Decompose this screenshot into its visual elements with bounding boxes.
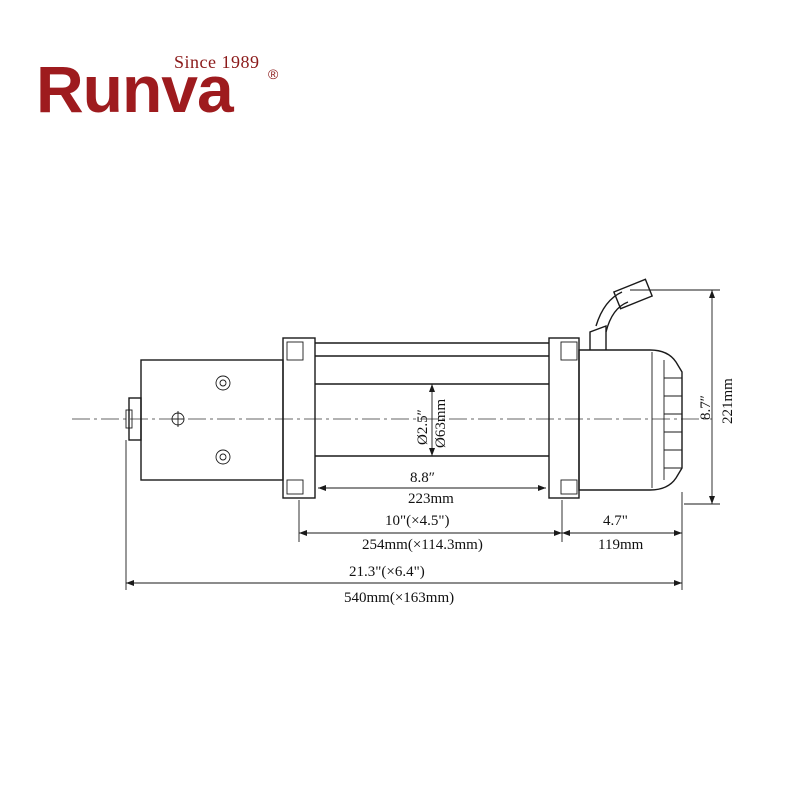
brand-logo: Runva <box>36 52 234 126</box>
overall-length-in-label: 21.3"(×6.4") <box>349 564 425 580</box>
overall-length-dimension <box>126 580 682 586</box>
drum-length-mm-label: 223mm <box>408 491 454 507</box>
drum-diameter-mm-label: Ø63mm <box>433 399 449 449</box>
gearbox-length-dimension <box>562 530 682 536</box>
tie-bar <box>315 342 549 357</box>
drum-length-dimension <box>318 485 546 491</box>
right-end-plate <box>548 337 580 499</box>
height-dimension <box>709 290 715 504</box>
drum-diameter-in-label: Ø2.5″ <box>415 409 431 445</box>
drum-diameter-dimension <box>429 384 435 456</box>
height-in-label: 8.7″ <box>698 395 714 420</box>
motor-bolt-bottom-icon <box>215 449 231 465</box>
mount-width-mm-label: 254mm(×114.3mm) <box>362 537 483 553</box>
height-mm-label: 221mm <box>720 378 736 424</box>
gearbox-length-mm-label: 119mm <box>598 537 644 553</box>
motor-bolt-top-icon <box>215 375 231 391</box>
mount-width-dimension <box>299 530 562 536</box>
brand-tagline: Since 1989 <box>174 52 260 72</box>
drum-length-in-label: 8.8″ <box>410 470 435 486</box>
overall-length-mm-label: 540mm(×163mm) <box>344 590 454 606</box>
clutch-lever-icon <box>589 278 654 350</box>
gearbox-housing <box>578 349 683 491</box>
brand-header: Since 1989 Runva ® <box>0 0 800 140</box>
left-end-plate <box>282 337 316 499</box>
gearbox-length-in-label: 4.7" <box>603 513 628 529</box>
motor-housing <box>125 359 284 481</box>
extension-lines <box>125 289 720 590</box>
registered-mark: ® <box>268 66 279 82</box>
mount-width-in-label: 10"(×4.5") <box>385 513 449 529</box>
